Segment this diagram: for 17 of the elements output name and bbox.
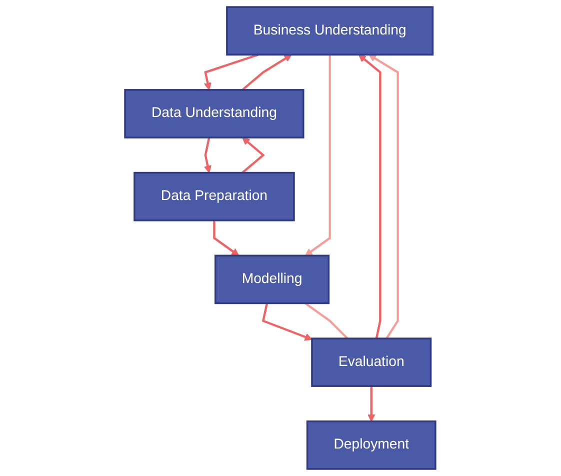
- arrow: [242, 137, 266, 174]
- node-box: Business Understanding: [226, 6, 434, 56]
- node-box: Data Preparation: [134, 172, 296, 222]
- arrow: [262, 303, 313, 341]
- arrow: [358, 54, 382, 339]
- connector: [304, 302, 349, 340]
- arrow: [242, 54, 292, 91]
- node-box: Data Understanding: [124, 89, 305, 138]
- arrow: [368, 54, 400, 340]
- node-box: Modelling: [214, 254, 330, 304]
- arrow: [204, 137, 212, 174]
- arrow: [305, 54, 332, 256]
- arrow: [213, 220, 240, 256]
- node-box: Evaluation: [311, 338, 432, 387]
- arrow: [368, 386, 376, 422]
- arrow: [204, 54, 259, 90]
- node-box: Deployment: [306, 420, 437, 470]
